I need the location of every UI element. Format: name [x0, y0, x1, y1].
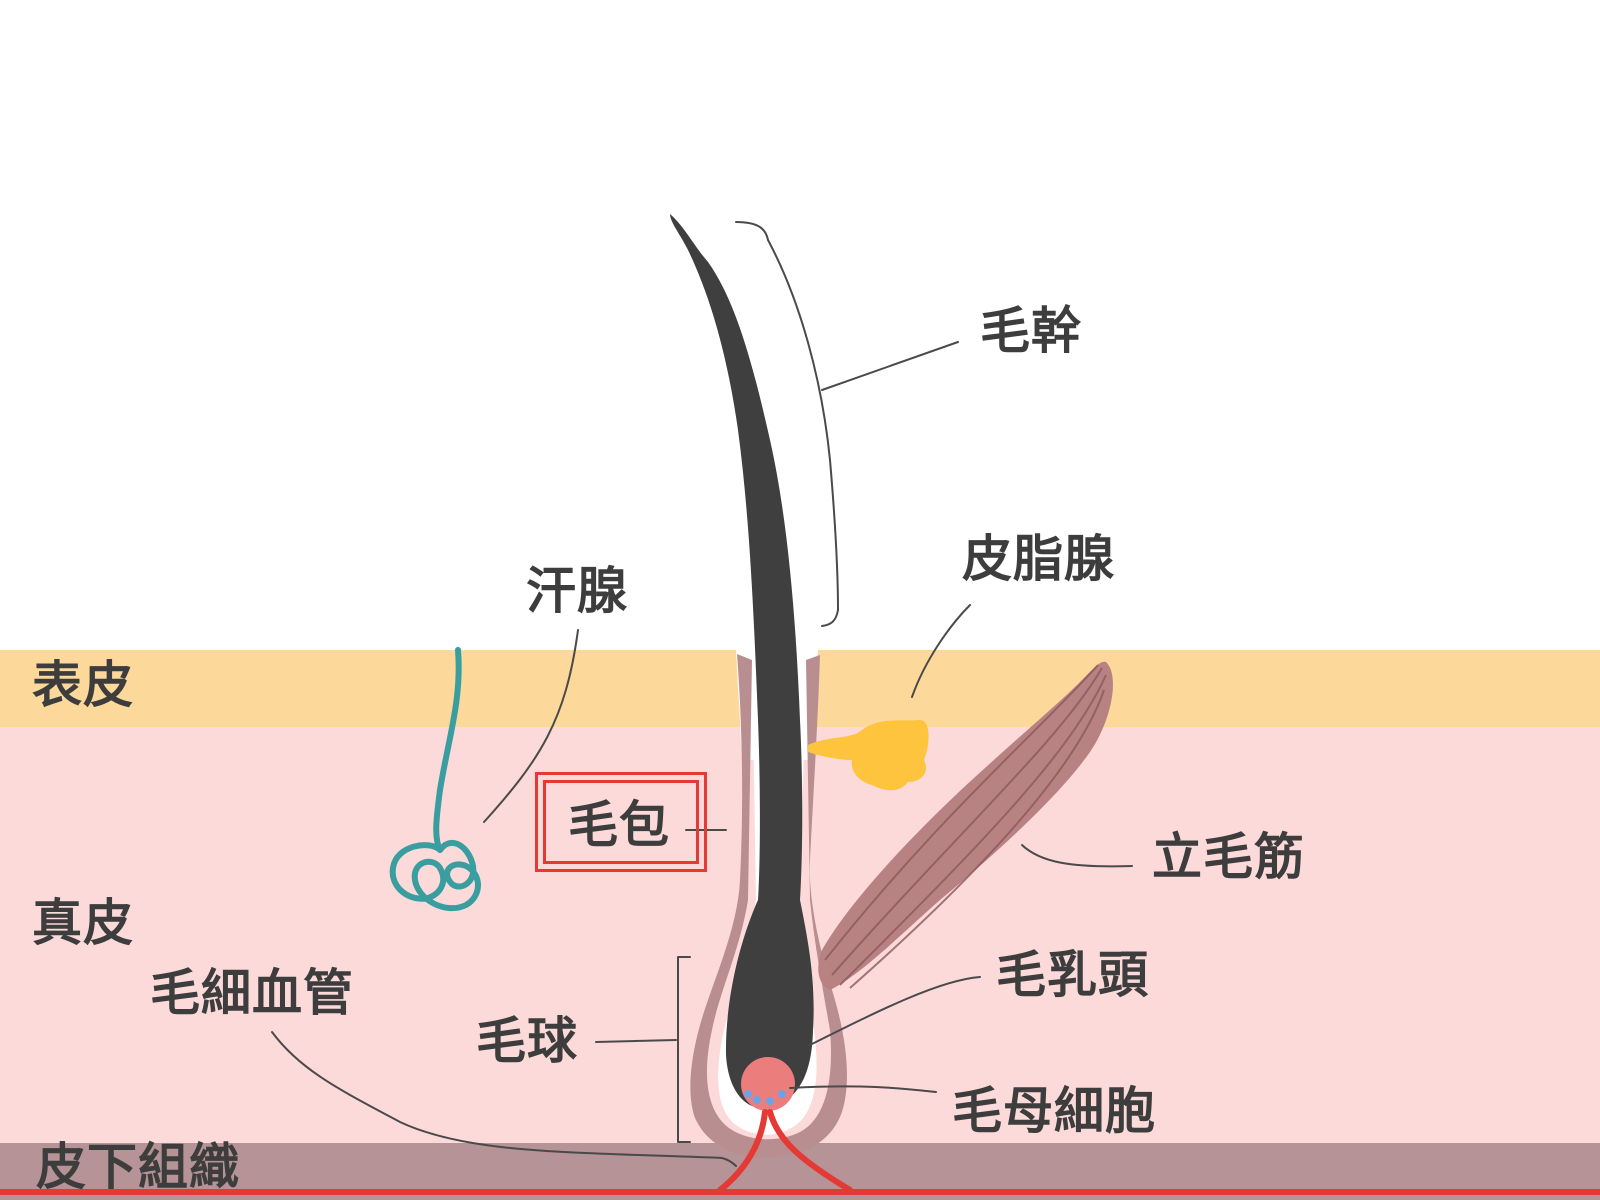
- label-hair-bulb: 毛球: [476, 1012, 578, 1070]
- hair-shaft-bracket: [735, 221, 839, 627]
- label-arrector-pili: 立毛筋: [1152, 828, 1305, 886]
- label-hair-shaft: 毛幹: [980, 302, 1082, 360]
- label-dermal-papilla: 毛乳頭: [996, 946, 1149, 1004]
- muscle-fibers: [824, 664, 1107, 989]
- sweat-gland-leader: [483, 629, 579, 823]
- sebaceous-leader: [911, 604, 971, 698]
- label-sweat-gland: 汗腺: [526, 562, 628, 620]
- hair-bulb-bracket: [677, 956, 691, 1143]
- blood-vessel: [0, 1109, 1600, 1195]
- label-subcutaneous: 皮下組織: [36, 1138, 240, 1196]
- label-epidermis: 表皮: [32, 656, 134, 714]
- follicle-highlight-box: [535, 772, 707, 872]
- hair-shaft-leader: [821, 341, 959, 391]
- arrector-pili-leader: [1021, 844, 1133, 868]
- label-matrix-cells: 毛母細胞: [952, 1082, 1156, 1140]
- capillary-leader: [271, 1031, 737, 1167]
- hair-bulb-leader: [595, 1039, 677, 1043]
- label-capillary: 毛細血管: [150, 964, 354, 1022]
- matrix-cells: [744, 1090, 786, 1105]
- hair: [670, 214, 814, 1109]
- callout-lines: [271, 221, 1133, 1167]
- matrix-leader: [789, 1085, 937, 1093]
- papilla-leader: [809, 976, 981, 1046]
- label-hair-follicle: 毛包: [568, 796, 670, 854]
- sweat-gland: [389, 647, 481, 912]
- sebaceous-gland: [808, 719, 929, 791]
- label-sebaceous-gland: 皮脂腺: [962, 530, 1115, 588]
- follicle-sheath: [690, 654, 847, 1158]
- label-dermis: 真皮: [32, 894, 134, 952]
